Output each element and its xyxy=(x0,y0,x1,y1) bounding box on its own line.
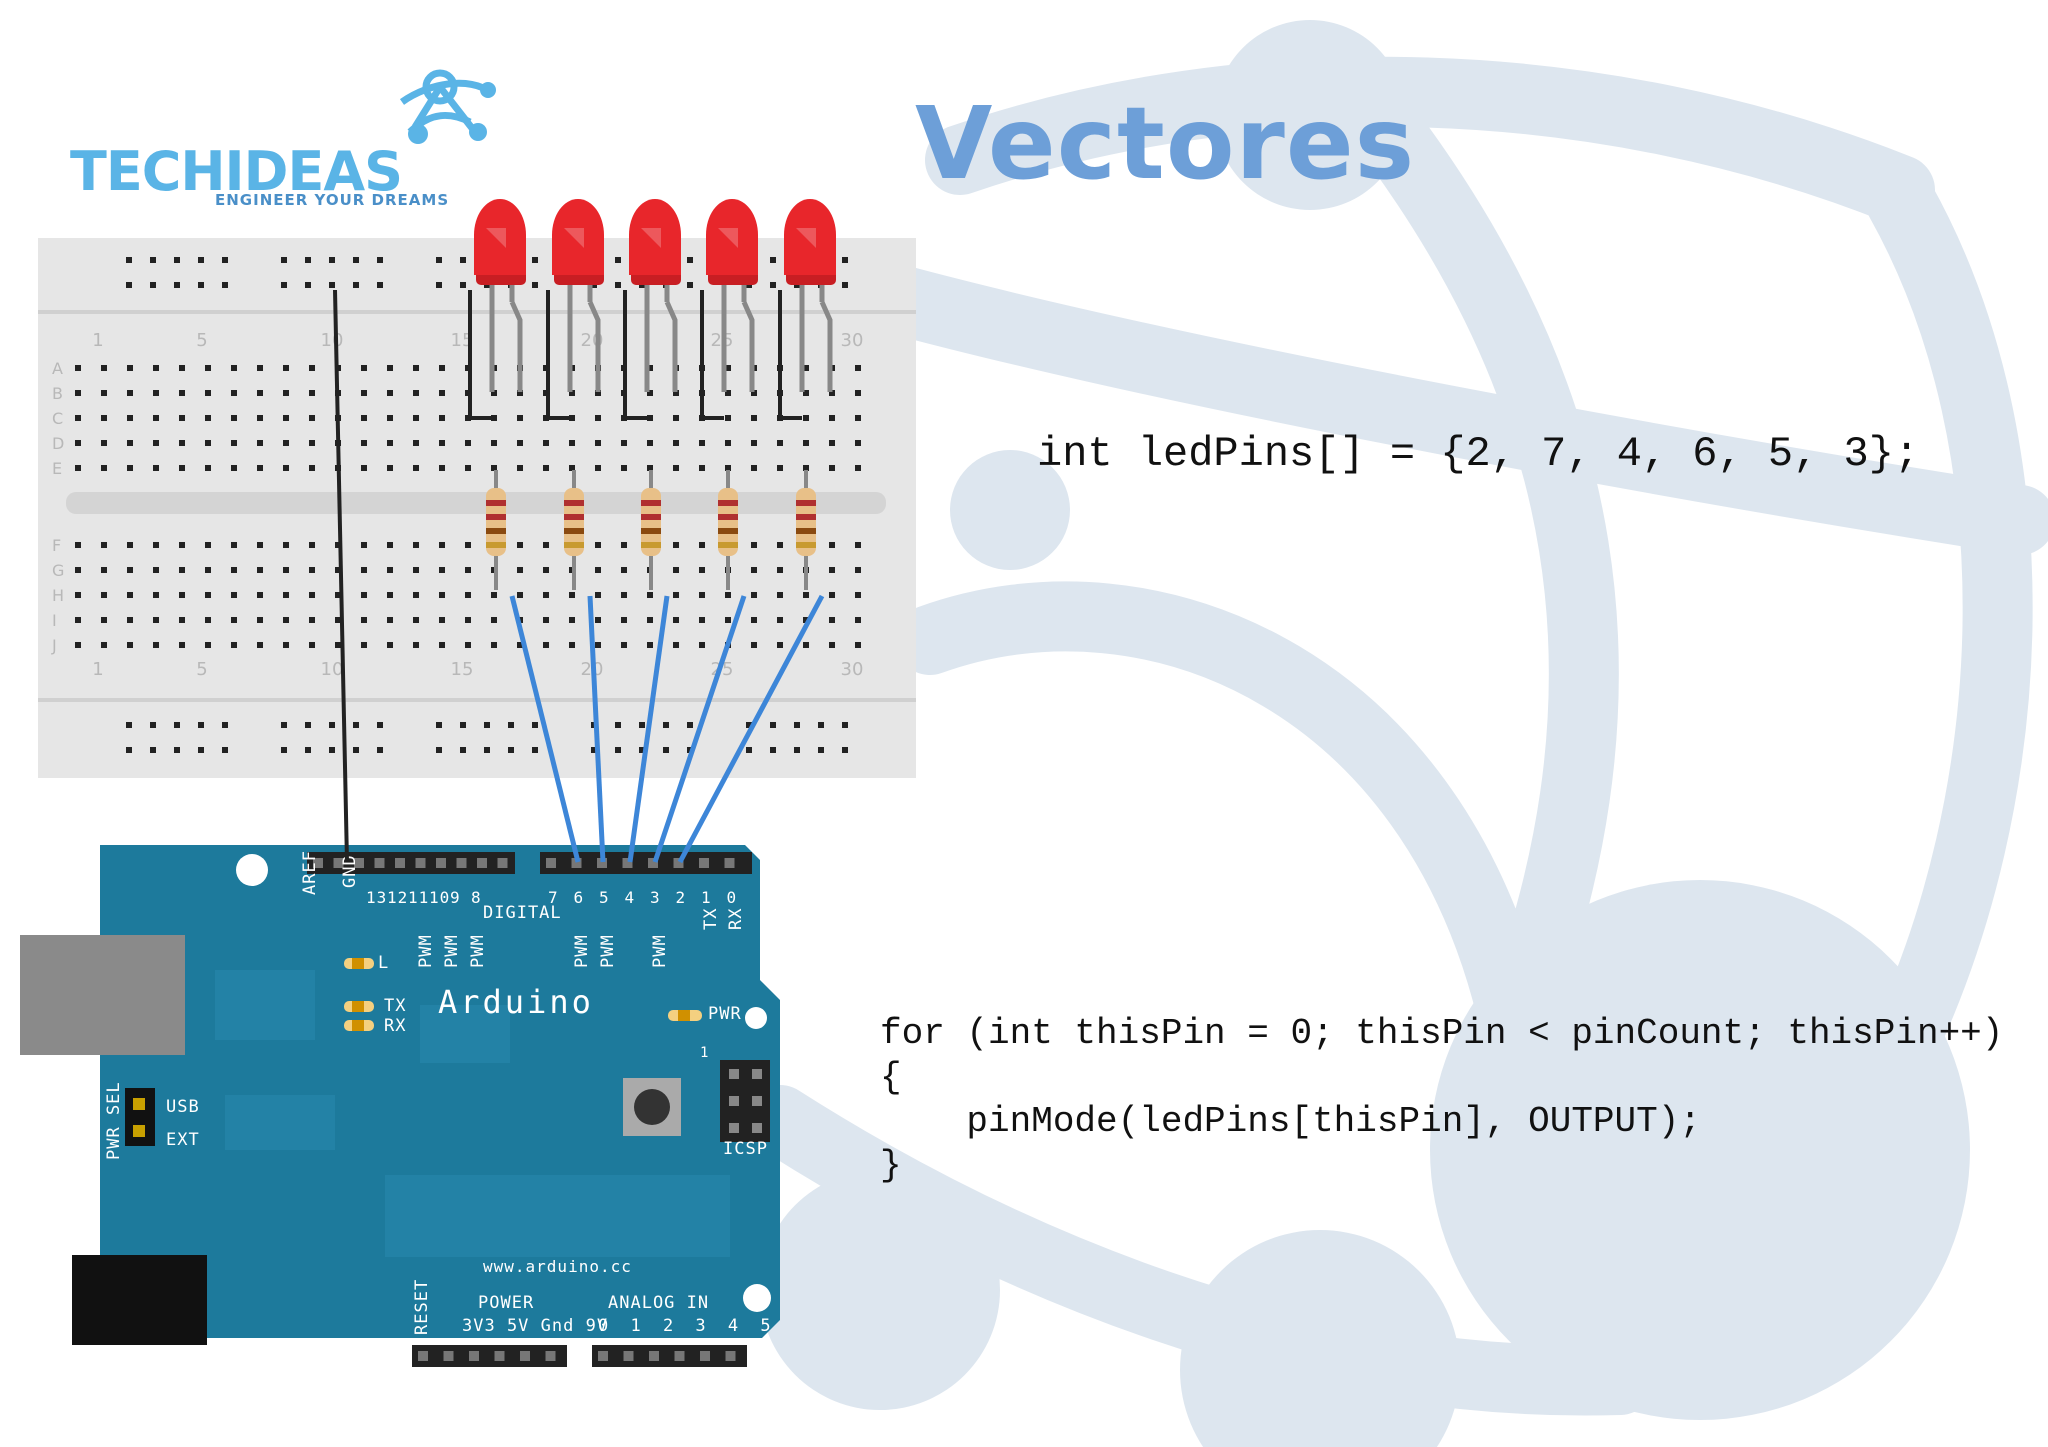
led-tx-label: TX xyxy=(384,996,407,1016)
power-label: POWER xyxy=(478,1293,535,1313)
blue-wire xyxy=(677,594,825,864)
slide-title: Vectores xyxy=(915,85,1416,202)
breadboard-row-label: I xyxy=(52,611,57,630)
pwr-led-label: PWR xyxy=(708,1004,742,1024)
digital-pin-number: 1 xyxy=(701,888,712,907)
digital-pin-number: 10 xyxy=(429,888,451,907)
ext-label: EXT xyxy=(166,1130,200,1150)
breadboard-row-label: E xyxy=(52,459,62,478)
code-for-loop: for (int thisPin = 0; thisPin < pinCount… xyxy=(880,1012,2003,1188)
analog-in-label: ANALOG IN xyxy=(608,1293,710,1313)
breadboard-row-label: G xyxy=(52,561,64,580)
code-loop-line-4: } xyxy=(880,1145,902,1186)
power-pins-label: 3V3 5V Gnd 9V xyxy=(462,1316,609,1336)
blue-wire xyxy=(509,595,581,863)
digital-pin-number: 8 xyxy=(471,888,482,907)
digital-pin-number: 12 xyxy=(387,888,409,907)
power-jack xyxy=(72,1255,207,1345)
digital-pin-number: 9 xyxy=(450,888,461,907)
arduino-label: Arduino xyxy=(438,983,594,1021)
arduino-website: www.arduino.cc xyxy=(483,1257,632,1276)
digital-pin-number: 7 xyxy=(548,888,559,907)
icsp-label: ICSP xyxy=(723,1139,768,1159)
breadboard-column-label: 1 xyxy=(92,659,103,680)
digital-label: DIGITAL xyxy=(483,903,562,923)
code-loop-line-2: { xyxy=(880,1057,902,1098)
icsp-pin-label: 1 xyxy=(700,1045,710,1061)
code-loop-line-3: pinMode(ledPins[thisPin], OUTPUT); xyxy=(880,1101,1701,1142)
logo-network-icon xyxy=(399,69,496,144)
arduino-board xyxy=(20,845,780,1367)
breadboard-column-label: 15 xyxy=(451,659,474,680)
breadboard-row-label: F xyxy=(52,536,61,555)
digital-pin-number: 3 xyxy=(650,888,661,907)
code-loop-line-1: for (int thisPin = 0; thisPin < pinCount… xyxy=(880,1013,2004,1054)
breadboard-row-label: B xyxy=(52,384,63,403)
breadboard-column-label: 30 xyxy=(841,330,864,351)
breadboard-row-label: A xyxy=(52,359,63,378)
blue-wire xyxy=(652,595,747,863)
code-declaration: int ledPins[] = {2, 7, 4, 6, 5, 3}; xyxy=(1037,430,1920,478)
usb-label: USB xyxy=(166,1097,200,1117)
digital-pin-number: 2 xyxy=(675,888,687,907)
blue-wire xyxy=(587,595,606,863)
analog-pins-label: 0 1 2 3 4 5 xyxy=(598,1316,777,1336)
usb-connector xyxy=(20,935,185,1055)
breadboard-column-label: 15 xyxy=(451,330,474,351)
digital-pin-number: 13 xyxy=(366,888,388,907)
digital-pin-number: 11 xyxy=(408,888,430,907)
breadboard-row-label: D xyxy=(52,434,64,453)
digital-pin-number: 5 xyxy=(599,888,610,907)
digital-pin-number: 4 xyxy=(624,888,636,907)
digital-pin-number: 0 xyxy=(726,888,738,907)
breadboard-column-label: 5 xyxy=(196,659,207,680)
logo-tagline: ENGINEER YOUR DREAMS xyxy=(215,191,450,209)
breadboard-row-label: H xyxy=(52,586,64,605)
led-l-label: L xyxy=(378,953,390,973)
logo-name: TECHIDEAS xyxy=(70,140,403,203)
breadboard-column-label: 10 xyxy=(321,659,344,680)
breadboard-column-label: 5 xyxy=(196,330,207,351)
breadboard-row-label: C xyxy=(52,409,63,428)
breadboard-column-label: 1 xyxy=(92,330,103,351)
digital-pin-number: 6 xyxy=(573,888,585,907)
breadboard-column-label: 30 xyxy=(841,659,864,680)
led-rx-label: RX xyxy=(384,1016,407,1036)
blue-wire xyxy=(627,595,670,863)
gnd-wire xyxy=(333,289,349,863)
breadboard-row-label: J xyxy=(51,636,57,655)
